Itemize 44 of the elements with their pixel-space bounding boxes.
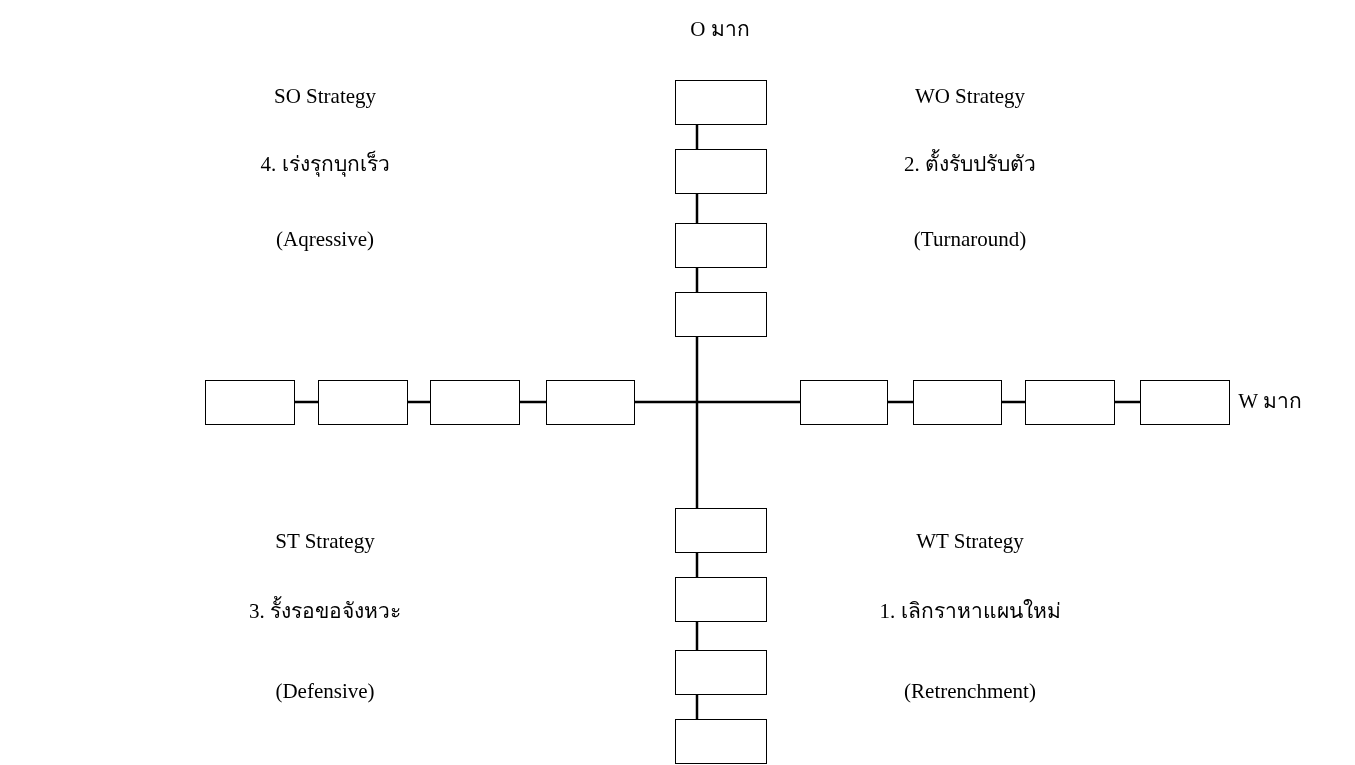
empty-box [675, 223, 767, 268]
empty-box [800, 380, 888, 425]
quadrant-label: (Aqressive) [276, 226, 374, 254]
connector-line [1002, 400, 1025, 404]
empty-box [1025, 380, 1115, 425]
connector-line [1115, 400, 1140, 404]
quadrant-label: ST Strategy [275, 528, 375, 556]
quadrant-label: 1. เลิกราหาแผนใหม่ [879, 598, 1061, 626]
connector-line [695, 553, 699, 577]
connector-line [408, 400, 430, 404]
quadrant-label: 2. ตั้งรับปรับตัว [904, 151, 1036, 179]
connector-line [695, 695, 699, 719]
connector-line [695, 337, 699, 508]
empty-box [913, 380, 1002, 425]
connector-line [635, 400, 800, 404]
quadrant-label: SO Strategy [273, 83, 377, 111]
quadrant-label: WT Strategy [916, 528, 1024, 556]
quadrant-label: (Turnaround) [913, 226, 1027, 254]
quadrant-label: (Defensive) [275, 678, 375, 706]
connector-line [695, 125, 699, 149]
axis-label: O มาก [690, 16, 750, 44]
empty-box [675, 80, 767, 125]
connector-line [295, 400, 318, 404]
empty-box [675, 577, 767, 622]
quadrant-label: 4. เร่งรุกบุกเร็ว [260, 151, 390, 179]
empty-box [675, 149, 767, 194]
empty-box [675, 292, 767, 337]
empty-box [318, 380, 408, 425]
empty-box [430, 380, 520, 425]
empty-box [1140, 380, 1230, 425]
quadrant-label: (Retrenchment) [904, 678, 1036, 706]
empty-box [675, 508, 767, 553]
quadrant-label: WO Strategy [914, 83, 1026, 111]
axis-label: W มาก [1238, 388, 1302, 416]
empty-box [205, 380, 295, 425]
empty-box [546, 380, 635, 425]
empty-box [675, 650, 767, 695]
connector-line [888, 400, 913, 404]
connector-line [695, 194, 699, 223]
connector-line [695, 268, 699, 292]
connector-line [520, 400, 546, 404]
connector-line [695, 622, 699, 650]
empty-box [675, 719, 767, 764]
quadrant-label: 3. รั้งรอขอจังหวะ [249, 598, 401, 626]
